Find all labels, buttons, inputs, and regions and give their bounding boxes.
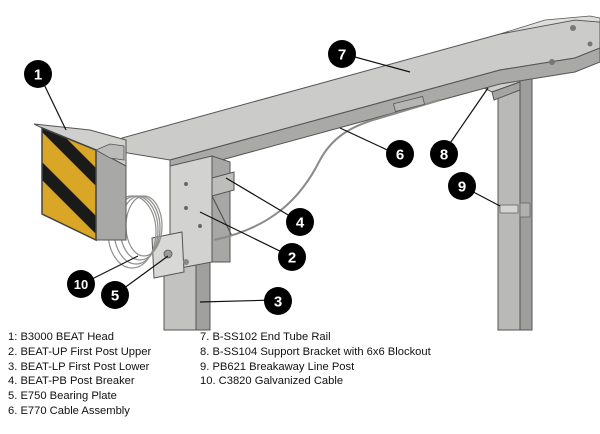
legend-item-7: 7. B-SS102 End Tube Rail — [200, 331, 331, 343]
legend-item-5: 5. E750 Bearing Plate — [8, 390, 117, 403]
svg-text:3: 3 — [274, 294, 282, 311]
svg-text:2: 2 — [288, 250, 296, 267]
callout-8: 8 — [430, 140, 458, 168]
callout-1: 1 — [24, 60, 52, 88]
svg-text:9: 9 — [458, 179, 466, 196]
legend-item-10: 10. C3820 Galvanized Cable — [200, 375, 344, 388]
svg-text:5: 5 — [111, 288, 119, 305]
callout-6: 6 — [386, 140, 414, 168]
legend-item-1: 1: B3000 BEAT Head — [8, 331, 114, 343]
svg-text:10: 10 — [74, 277, 88, 292]
svg-text:6: 6 — [396, 147, 404, 164]
legend-left: 1: B3000 BEAT Head 2. BEAT-UP First Post… — [8, 330, 151, 419]
post-breaker — [211, 171, 235, 237]
legend-item-8: 8. B-SS104 Support Bracket with 6x6 Bloc… — [200, 345, 431, 358]
breakaway-line-post — [497, 51, 533, 331]
svg-text:4: 4 — [296, 215, 305, 232]
callout-4: 4 — [286, 208, 314, 236]
callout-9: 9 — [448, 172, 476, 200]
callout-10: 10 — [67, 270, 95, 298]
callout-2: 2 — [278, 243, 306, 271]
legend-item-9: 9. PB621 Breakaway Line Post — [200, 360, 355, 373]
svg-text:1: 1 — [34, 67, 42, 84]
bearing-plate — [151, 231, 189, 279]
legend-right: 7. B-SS102 End Tube Rail 8. B-SS104 Supp… — [200, 330, 431, 389]
callout-7: 7 — [328, 40, 356, 68]
callout-5: 5 — [101, 281, 129, 309]
legend-item-3: 3. BEAT-LP First Post Lower — [8, 360, 150, 373]
svg-text:8: 8 — [440, 147, 448, 164]
svg-text:7: 7 — [338, 47, 346, 64]
legend-item-4: 4. BEAT-PB Post Breaker — [8, 375, 135, 388]
beat-head — [33, 123, 127, 242]
legend-item-6: 6. E770 Cable Assembly — [8, 404, 130, 417]
legend-item-2: 2. BEAT-UP First Post Upper — [8, 345, 152, 358]
end-tube-rail — [121, 15, 600, 175]
cable-assembly — [213, 96, 441, 241]
callout-3: 3 — [264, 287, 292, 315]
